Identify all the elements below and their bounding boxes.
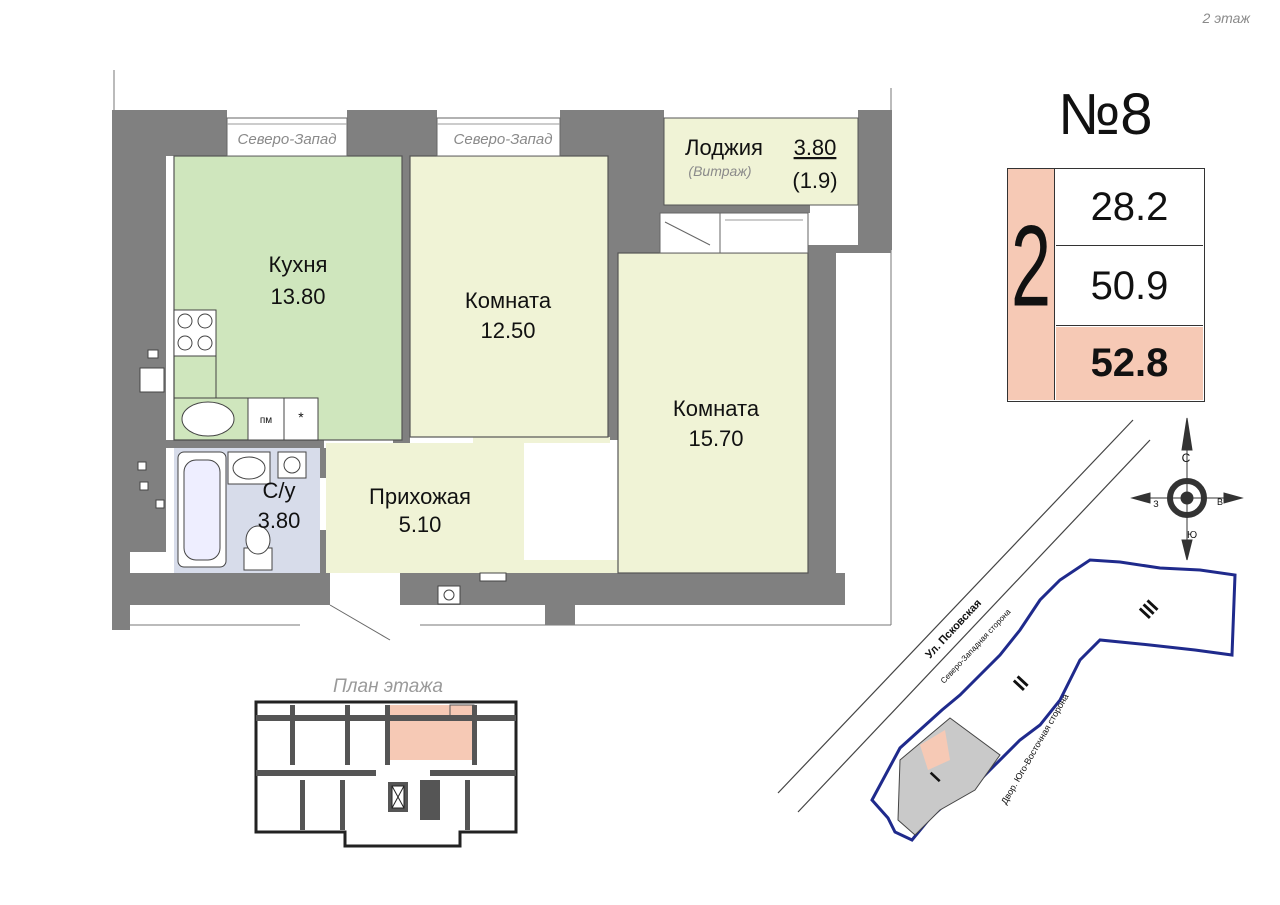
- room1-name: Комната: [465, 288, 552, 313]
- rooms-count-cell: 2: [1008, 169, 1055, 400]
- floor-plan-thumbnail: [254, 700, 518, 848]
- floor-label: 2 этаж: [1202, 10, 1250, 26]
- rooms-count: 2: [1010, 203, 1052, 331]
- compass-rose: [1130, 417, 1244, 561]
- loggia-reduced-area: (1.9): [792, 168, 837, 193]
- sink: [227, 451, 307, 485]
- bathtub: [177, 451, 227, 568]
- window-right-label: Северо-Запад: [454, 131, 553, 148]
- stove: [173, 309, 217, 357]
- window-right: Северо-Запад: [436, 117, 561, 157]
- floor-plan-caption: План этажа: [333, 676, 443, 697]
- kitchen-area: 13.80: [270, 284, 325, 309]
- toilet: [243, 525, 273, 571]
- room2-floor: [618, 253, 808, 573]
- living-area-cell: 28.2: [1056, 169, 1203, 246]
- total-with-loggia-cell: 52.8: [1056, 327, 1203, 400]
- bath-area: 3.80: [258, 508, 301, 533]
- site-map: Ул. Псковская Северо-Западная сторона I …: [777, 419, 1237, 842]
- total-area-cell: 50.9: [1056, 247, 1203, 326]
- room1-area: 12.50: [480, 318, 535, 343]
- walls: [112, 110, 892, 630]
- balcony-door: [659, 212, 809, 254]
- loggia-floor: [663, 117, 859, 206]
- area-summary-box: 2 28.2 50.9 52.8: [1007, 168, 1205, 402]
- dishwasher-label: пм: [260, 415, 272, 426]
- hall-name: Прихожая: [369, 484, 471, 509]
- room2-area: 15.70: [688, 426, 743, 451]
- kitchen-floor: [174, 156, 402, 440]
- compass-east: В: [1217, 497, 1223, 507]
- kitchen-counter: [173, 355, 319, 441]
- bath-name: С/у: [263, 478, 296, 503]
- compass-west: З: [1153, 499, 1158, 509]
- window-left-label: Северо-Запад: [238, 131, 337, 148]
- loggia-note: (Витраж): [688, 163, 751, 179]
- room2-name: Комната: [673, 396, 760, 421]
- apartment-number: №8: [1058, 82, 1153, 147]
- compass-north: С: [1182, 451, 1191, 465]
- hall-area: 5.10: [399, 512, 442, 537]
- room1-floor: [410, 156, 608, 437]
- compass-south: Ю: [1187, 530, 1197, 541]
- loggia-area: 3.80: [794, 135, 837, 160]
- window-left: Северо-Запад: [226, 117, 348, 157]
- loggia-name: Лоджия: [685, 135, 763, 160]
- fridge-label: *: [298, 409, 304, 425]
- kitchen-name: Кухня: [269, 252, 328, 277]
